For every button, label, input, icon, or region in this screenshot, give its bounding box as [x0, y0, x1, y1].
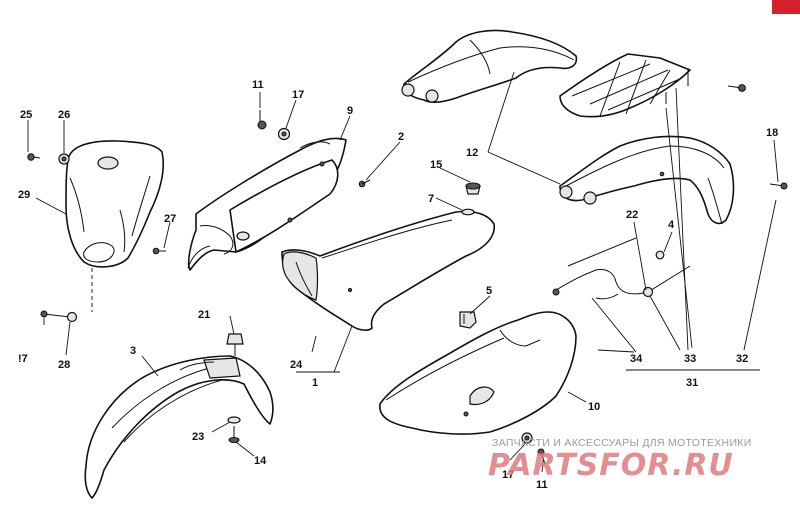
callout-12: 12	[466, 147, 478, 159]
callout-21: 21	[198, 309, 210, 321]
callout-14: 14	[254, 455, 267, 467]
seat-tank-cover	[281, 210, 495, 331]
side-cover-screw-11b	[537, 448, 546, 465]
callout-10: 10	[588, 401, 600, 413]
fairing-bolt-28	[40, 310, 78, 323]
fender-bolt-23	[227, 416, 241, 424]
rack-bolt	[727, 84, 746, 92]
callout-7: 7	[428, 193, 434, 205]
callout-2: 2	[398, 131, 404, 143]
callout-28: 28	[58, 359, 70, 371]
callout-9: 9	[347, 105, 353, 117]
callout-23: 23	[192, 431, 204, 443]
bolt-18	[769, 182, 788, 190]
callout-11a: 11	[252, 79, 264, 91]
watermark-logo: PARTSFOR.RU	[488, 448, 734, 483]
fairing-grommet-26	[58, 153, 70, 165]
callout-25: 25	[20, 109, 32, 121]
callout-33: 33	[684, 353, 696, 365]
clip-5	[459, 311, 477, 329]
callout-11b: 11	[536, 479, 548, 491]
callout-1: 1	[312, 377, 318, 389]
callout-17b: 17	[502, 469, 514, 481]
callout-numbers: 25 26 29 27 !7 28 11 17 9 2 15 7 12 18 2…	[18, 79, 778, 491]
callout-18: 18	[766, 127, 778, 139]
callout-34: 34	[630, 353, 643, 365]
fairing-bolt-25	[27, 153, 41, 161]
callout-15: 15	[430, 159, 442, 171]
callout-17a: 17	[292, 89, 304, 101]
rear-fender-lower	[559, 135, 735, 225]
callout-27b: !7	[18, 353, 28, 365]
callout-4: 4	[668, 219, 675, 231]
cap-15	[465, 182, 481, 195]
callout-29: 29	[18, 189, 30, 201]
callout-32: 32	[736, 353, 748, 365]
side-panel-screw-11a	[257, 110, 267, 130]
callout-31: 31	[686, 377, 698, 389]
corner-accent	[772, 0, 800, 14]
screw-2	[358, 179, 371, 188]
callout-27: 27	[164, 213, 176, 225]
bracket-assembly	[552, 237, 691, 300]
callout-3: 3	[130, 345, 136, 357]
fender-bolt-14	[228, 426, 240, 443]
front-fender	[84, 355, 274, 499]
right-side-cover	[379, 311, 577, 435]
callout-5: 5	[486, 285, 492, 297]
fender-bolt-21	[226, 333, 244, 356]
leader-lines	[27, 71, 779, 473]
watermark-caption: ЗАПЧАСТИ И АКСЕССУАРЫ ДЛЯ МОТОТЕХНИКИ	[492, 437, 752, 449]
washer-7	[461, 208, 475, 216]
callout-24: 24	[290, 359, 303, 371]
luggage-rack	[559, 53, 691, 118]
callout-26: 26	[58, 109, 70, 121]
fairing-screw-27	[152, 247, 166, 255]
rear-fender-upper	[401, 29, 578, 103]
left-side-panel	[187, 137, 347, 271]
headlight-fairing	[65, 140, 165, 268]
side-cover-bushing-17b	[521, 432, 533, 444]
callout-22: 22	[626, 209, 638, 221]
side-panel-bushing-17a	[277, 127, 291, 141]
